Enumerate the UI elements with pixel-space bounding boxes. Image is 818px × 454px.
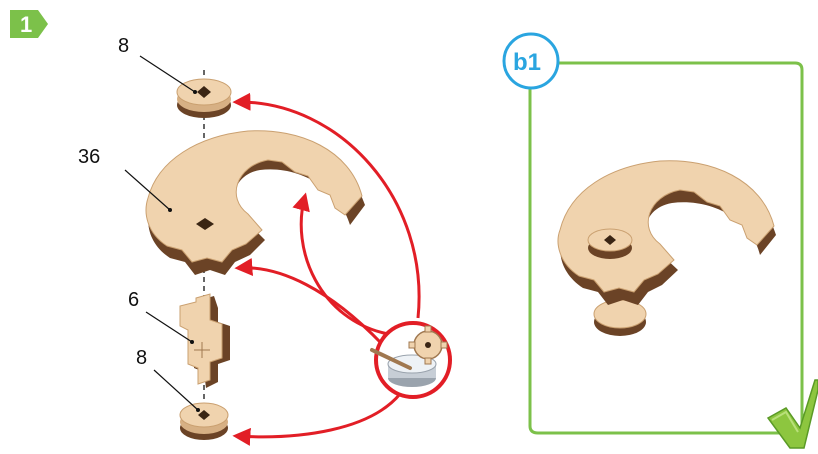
svg-text:36: 36 xyxy=(78,146,100,168)
svg-text:6: 6 xyxy=(128,289,139,311)
arrow-to-gear-teeth xyxy=(301,196,388,334)
result-panel: b1 xyxy=(504,34,802,433)
svg-text:8: 8 xyxy=(118,35,129,57)
arrow-to-gear-underside xyxy=(238,268,382,344)
check-mark-icon xyxy=(768,380,818,448)
bottom-washer-part xyxy=(180,403,228,440)
assembled-part xyxy=(558,161,776,336)
cross-piece-part xyxy=(180,294,230,388)
svg-text:8: 8 xyxy=(136,347,147,369)
arrow-to-bottom-washer xyxy=(236,394,400,437)
result-badge-label: b1 xyxy=(513,49,541,76)
label-top-washer: 8 xyxy=(118,35,197,94)
step-number: 1 xyxy=(20,12,32,37)
gear-arm-part xyxy=(146,131,365,275)
step-badge: 1 xyxy=(10,10,48,38)
